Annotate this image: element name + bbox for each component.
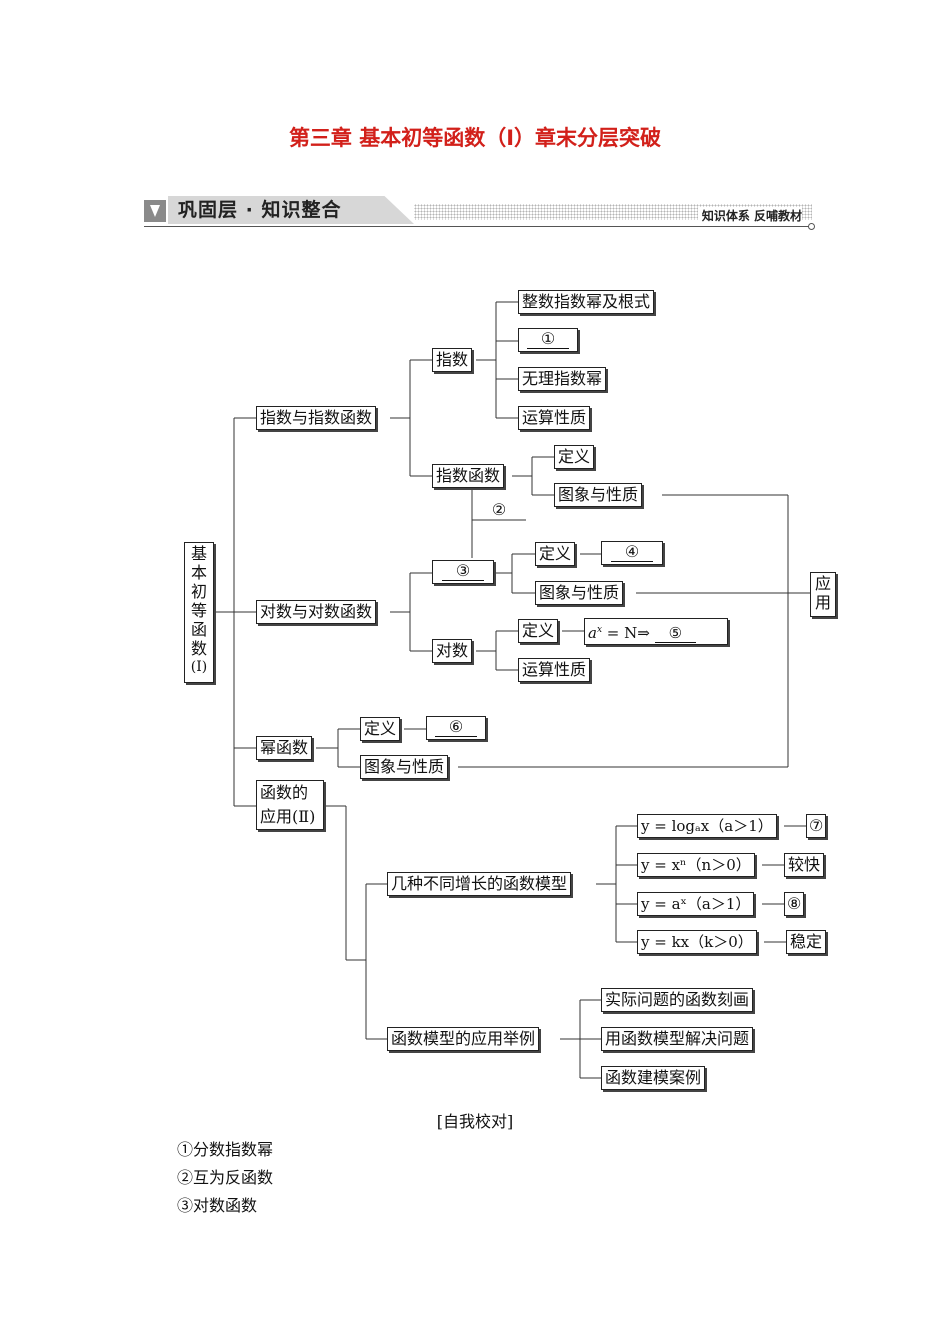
node-definition-1: 定义 xyxy=(554,445,595,469)
blank-7: ⑦ xyxy=(806,814,827,838)
self-check-heading: [自我校对] xyxy=(436,1112,514,1131)
blank-6: ⑥ xyxy=(426,716,486,740)
node-func-application-line2: 应用(Ⅱ) xyxy=(260,807,316,826)
model-log: y = logₐx（a＞1） xyxy=(637,814,777,838)
section-banner: 巩固层 · 知识整合 知识体系 反哺教材 xyxy=(144,196,815,230)
blank-1: ① xyxy=(518,328,578,352)
root-char: 等 xyxy=(190,601,207,620)
model-exp: y = aˣ（a＞1） xyxy=(637,892,755,916)
banner-end-circle-icon xyxy=(808,223,815,230)
node-func-application-line1: 函数的 xyxy=(260,783,309,802)
page-title: 第三章 基本初等函数（Ⅰ）章末分层突破 xyxy=(288,126,662,150)
down-arrow-icon xyxy=(144,200,166,222)
answer-3: ③对数函数 xyxy=(177,1196,258,1215)
model-power: y = xⁿ（n＞0） xyxy=(637,853,755,877)
blank-5: ⑤ xyxy=(654,624,697,643)
root-node: 基 本 初 等 函 数 (Ⅰ) xyxy=(184,542,214,683)
blank-6-text: ⑥ xyxy=(434,717,478,737)
label-faster: 较快 xyxy=(784,853,825,877)
blank-1-text: ① xyxy=(526,329,570,349)
blank-4-text: ④ xyxy=(610,542,654,562)
blank-4: ④ xyxy=(601,541,663,565)
node-exponent: 指数 xyxy=(432,348,473,372)
blank-3-text: ③ xyxy=(441,561,485,581)
node-definition-2: 定义 xyxy=(535,542,576,566)
banner-label: 巩固层 · 知识整合 xyxy=(178,199,342,221)
model-linear: y = kx（k＞0） xyxy=(637,930,757,954)
node-func-application: 函数的 应用(Ⅱ) xyxy=(256,780,324,830)
node-operation-props-2: 运算性质 xyxy=(518,658,591,682)
node-definition-3: 定义 xyxy=(518,619,559,643)
application-char: 用 xyxy=(814,593,831,612)
blank-2: ② xyxy=(474,500,524,520)
root-char: 函 xyxy=(190,620,207,639)
node-modeling-cases: 函数建模案例 xyxy=(601,1066,706,1090)
label-stable: 稳定 xyxy=(786,930,827,954)
node-growth-models: 几种不同增长的函数模型 xyxy=(387,872,572,896)
answer-1: ①分数指数幂 xyxy=(177,1140,274,1159)
node-application: 应 用 xyxy=(810,572,836,617)
node-exp-func: 指数函数 xyxy=(432,464,505,488)
blank-3: ③ xyxy=(432,560,494,584)
formula-base: a xyxy=(588,624,597,642)
node-graph-props-2: 图象与性质 xyxy=(535,581,624,605)
node-operation-props-1: 运算性质 xyxy=(518,406,591,430)
node-solve-with-model: 用函数模型解决问题 xyxy=(601,1027,754,1051)
node-graph-props-3: 图象与性质 xyxy=(360,755,449,779)
node-model-examples: 函数模型的应用举例 xyxy=(387,1027,540,1051)
node-irrational-power: 无理指数幂 xyxy=(518,367,607,391)
node-integer-power-radical: 整数指数幂及根式 xyxy=(518,290,655,314)
formula-rest: = N⇒ xyxy=(602,624,650,642)
application-char: 应 xyxy=(814,574,831,593)
node-logarithm: 对数 xyxy=(432,639,473,663)
banner-right-text: 知识体系 反哺教材 xyxy=(697,207,802,224)
node-describe-real: 实际问题的函数刻画 xyxy=(601,988,754,1012)
blank-8: ⑧ xyxy=(784,892,805,916)
root-char: 数 xyxy=(190,639,207,658)
root-char: 本 xyxy=(190,563,207,582)
banner-underline xyxy=(144,226,812,227)
node-definition-4: 定义 xyxy=(360,717,401,741)
answer-2: ②互为反函数 xyxy=(177,1168,274,1187)
node-graph-props-1: 图象与性质 xyxy=(554,483,643,507)
blank-2-text: ② xyxy=(491,500,507,519)
node-log-and-log-func: 对数与对数函数 xyxy=(256,600,377,624)
root-char: 初 xyxy=(190,582,207,601)
node-power-func: 幂函数 xyxy=(256,736,313,760)
node-exp-and-exp-func: 指数与指数函数 xyxy=(256,406,377,430)
log-definition-formula: ax = N⇒ ⑤ xyxy=(584,618,728,645)
formula-exponent: x xyxy=(596,625,603,635)
root-char: 基 xyxy=(190,544,207,563)
root-char: (Ⅰ) xyxy=(190,659,208,675)
banner-label-bg xyxy=(168,196,414,224)
